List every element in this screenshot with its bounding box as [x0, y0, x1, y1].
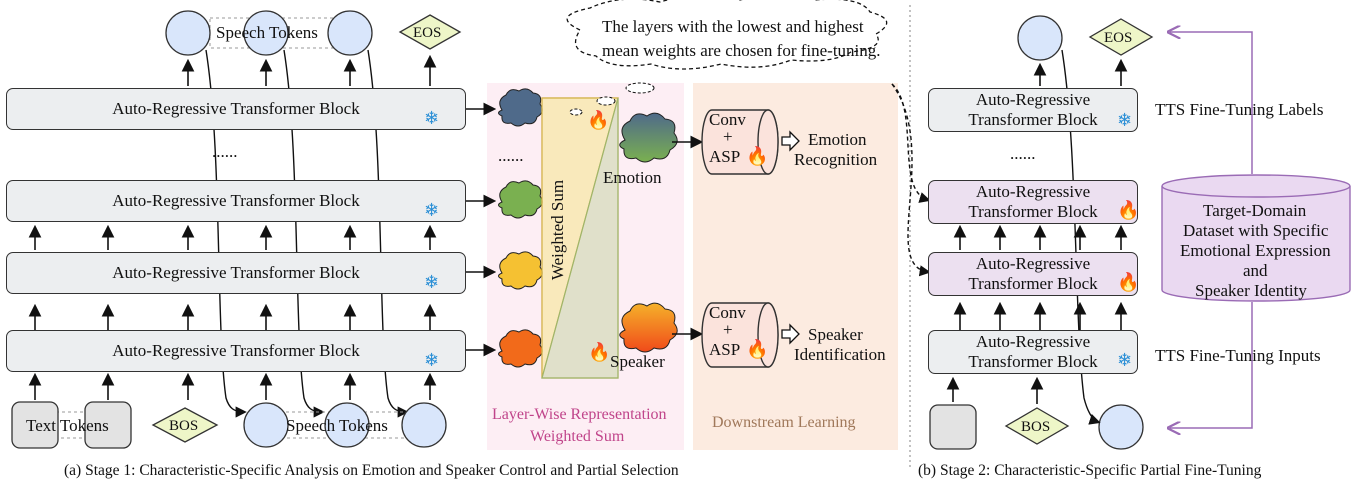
speaker-weight-triangle [541, 97, 619, 379]
speaker-identification-line1: Speaker [808, 325, 863, 344]
flame-icon: 🔥 [746, 146, 769, 167]
snowflake-icon: ❄ [1117, 350, 1133, 371]
speech-tokens-bottom-label: Speech Tokens [286, 416, 388, 435]
dataset-line5: Speaker Identity [1195, 281, 1307, 300]
text-tokens-label: Text Tokens [26, 416, 109, 435]
eos-label: EOS [413, 25, 442, 41]
transformer-block-2: Auto-Regressive Transformer Block [6, 252, 466, 294]
layer-cloud [498, 180, 543, 219]
hollow-arrow-icon [781, 323, 800, 345]
asp-label: ASP [709, 147, 741, 166]
layer-wise-label-line2: Weighted Sum [530, 428, 625, 445]
flame-icon: 🔥 [588, 342, 611, 363]
stage2-layer-ellipsis: ...... [1010, 144, 1036, 163]
text-token [84, 401, 132, 449]
conv-label: Conv [709, 303, 746, 322]
tts-labels-text: TTS Fine-Tuning Labels [1155, 100, 1324, 119]
thought-line1: The layers with the lowest and highest [602, 17, 864, 36]
stage2-speech-token-bottom [1098, 404, 1144, 450]
plus-label: + [723, 320, 733, 339]
emotion-recognition-line1: Emotion [808, 130, 867, 149]
layer-cloud [498, 329, 543, 368]
thought-cloud [566, 0, 888, 70]
snowflake-icon: ❄ [424, 108, 440, 129]
layer-wise-label-line1: Layer-Wise Representation [492, 406, 667, 423]
emotion-classifier [701, 109, 779, 175]
cloud-ellipsis: ...... [498, 146, 524, 165]
snowflake-icon: ❄ [1117, 110, 1133, 131]
layer-cloud [498, 88, 543, 127]
speaker-cloud [619, 302, 678, 353]
flame-icon: 🔥 [746, 339, 769, 360]
snowflake-icon: ❄ [424, 200, 440, 221]
speech-token-bottom [324, 402, 370, 448]
downstream-label: Downstream Learning [712, 414, 856, 431]
dataset-line2: Dataset with Specific [1183, 221, 1329, 240]
speech-token-top [165, 10, 211, 56]
snowflake-icon: ❄ [424, 350, 440, 371]
transformer-block-3: Auto-Regressive Transformer Block [6, 180, 466, 222]
weighted-sum-label: Weighted Sum [548, 179, 568, 281]
speech-tokens-top-label: Speech Tokens [216, 23, 318, 42]
flame-icon: 🔥 [587, 110, 610, 131]
layer-cloud [498, 251, 543, 290]
emotion-label: Emotion [603, 168, 662, 187]
speech-token-top [327, 10, 373, 56]
plus-label: + [723, 127, 733, 146]
transformer-block-top: Auto-Regressive Transformer Block [6, 88, 466, 130]
tts-inputs-text: TTS Fine-Tuning Inputs [1155, 346, 1321, 365]
stage2-eos-diamond [1088, 18, 1154, 56]
stage2-caption: (b) Stage 2: Characteristic-Specific Par… [918, 462, 1262, 479]
bos-label: BOS [169, 418, 199, 434]
stage2-speech-token-top [1017, 15, 1063, 61]
stage2-text-token [929, 404, 977, 450]
layer-ellipsis: ...... [212, 142, 238, 161]
asp-label: ASP [709, 340, 741, 359]
dataset-cylinder [1161, 174, 1351, 302]
conv-label: Conv [709, 110, 746, 129]
text-token [11, 401, 59, 449]
speaker-label: Speaker [610, 352, 665, 371]
snowflake-icon: ❄ [424, 272, 440, 293]
stage2-eos-label: EOS [1104, 30, 1133, 46]
speaker-classifier [701, 302, 779, 368]
speech-token-bottom [401, 402, 447, 448]
speech-token-top [243, 10, 289, 56]
hollow-arrow-icon [781, 130, 800, 152]
bos-diamond [151, 407, 219, 443]
emotion-recognition-line2: Recognition [794, 150, 878, 169]
dataset-line4: and [1243, 261, 1268, 280]
thought-line2: mean weights are chosen for fine-tuning. [602, 41, 881, 60]
dataset-line1: Target-Domain [1203, 201, 1307, 220]
stage2-bos-diamond [1004, 407, 1070, 445]
stage2-bos-label: BOS [1021, 419, 1051, 435]
flame-icon: 🔥 [1117, 272, 1140, 293]
speaker-identification-line2: Identification [794, 345, 886, 364]
speech-token-bottom [243, 402, 289, 448]
transformer-block-1: Auto-Regressive Transformer Block [6, 330, 466, 372]
flame-icon: 🔥 [1117, 200, 1140, 221]
emotion-cloud [619, 112, 678, 163]
eos-diamond [398, 14, 462, 50]
stage1-caption: (a) Stage 1: Characteristic-Specific Ana… [64, 462, 679, 479]
dataset-line3: Emotional Expression [1180, 241, 1331, 260]
